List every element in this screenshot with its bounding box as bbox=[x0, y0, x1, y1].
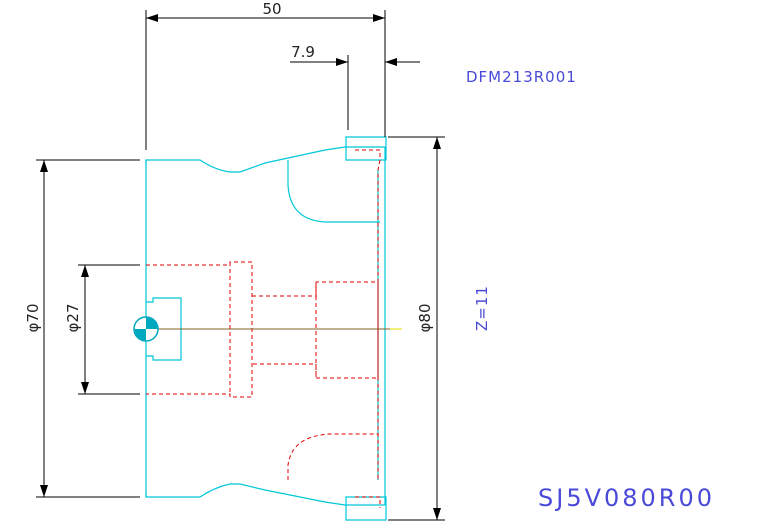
bottom-pocket-hidden bbox=[355, 496, 381, 508]
lower-gullet-hidden bbox=[287, 433, 378, 480]
hub-hidden bbox=[252, 281, 379, 379]
outer-diameter-label: φ80 bbox=[416, 304, 434, 333]
top-profile bbox=[145, 146, 385, 173]
body-diameter-label: φ70 bbox=[24, 304, 42, 333]
origin-symbol bbox=[133, 316, 159, 342]
bore-diameter-label: φ27 bbox=[64, 304, 82, 333]
overall-length-label: 50 bbox=[262, 0, 281, 18]
dimension-lines bbox=[36, 10, 445, 521]
bottom-profile bbox=[145, 483, 385, 506]
offset-label: 7.9 bbox=[291, 43, 315, 61]
top-insert-pocket bbox=[345, 136, 387, 161]
hidden-lines bbox=[146, 149, 381, 508]
drawing-code: DFM213R001 bbox=[466, 68, 577, 86]
upper-chip-gullet bbox=[287, 160, 380, 223]
top-pocket-hidden bbox=[355, 149, 381, 480]
model-number: SJ5V080R00 bbox=[538, 484, 715, 512]
teeth-count: Z=11 bbox=[473, 285, 491, 331]
